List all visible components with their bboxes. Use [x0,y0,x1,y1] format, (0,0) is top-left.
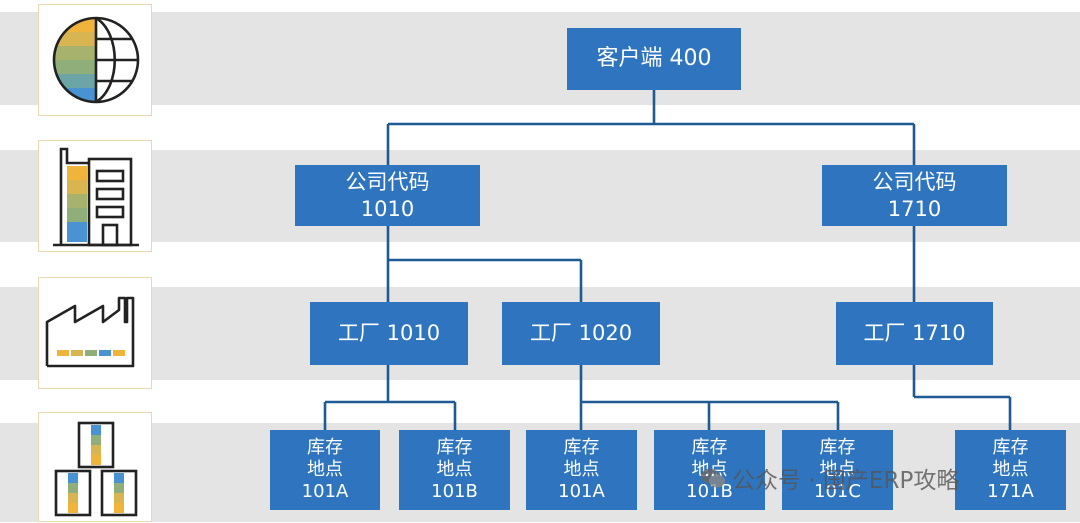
plant-node-label: 工厂 1010 [337,321,441,346]
storage-location-code: 101C [814,480,861,502]
storage-location-line1: 库存 [563,437,600,459]
company-code-number: 1010 [360,196,415,221]
company-code-title: 公司代码 [872,170,957,195]
storage-location-line2: 地点 [992,459,1029,481]
company-code-node: 公司代码 1710 [822,165,1007,226]
level-band-client [0,12,1080,105]
client-node-label: 客户端 400 [596,46,712,72]
storage-location-code: 101A [558,480,605,502]
watermark-text: 公众号 · 国产ERP攻略 [732,468,960,494]
storage-location-line2: 地点 [563,459,600,481]
storage-location-line2: 地点 [436,459,473,481]
storage-location-line2: 地点 [307,459,343,481]
storage-location-code: 101B [431,480,478,502]
storage-location-node: 库存 地点 101A [270,430,380,510]
watermark: 公众号 · 国产ERP攻略 [700,462,959,494]
company-code-title: 公司代码 [345,170,430,195]
plant-node-label: 工厂 1020 [529,321,633,346]
storage-location-line1: 库存 [992,437,1029,459]
company-code-number: 1710 [887,196,942,221]
storage-location-code: 101A [301,480,349,502]
company-code-node: 公司代码 1010 [295,165,480,226]
storage-location-node: 库存 地点 101C [782,430,893,510]
storage-location-line2: 地点 [819,459,856,481]
storage-location-node: 库存 地点 101B [654,430,765,510]
storage-location-node: 库存 地点 101B [399,430,510,510]
storage-location-line1: 库存 [436,437,473,459]
plant-node: 工厂 1710 [836,302,993,365]
warehouse-boxes-icon [38,412,152,522]
plant-node: 工厂 1020 [502,302,660,365]
globe-icon [38,4,152,116]
storage-location-line1: 库存 [691,437,728,459]
plant-node-label: 工厂 1710 [863,321,966,346]
wechat-icon [701,468,725,488]
plant-node: 工厂 1010 [310,302,468,365]
building-icon [38,140,152,252]
storage-location-node: 库存 地点 101A [526,430,637,510]
client-node: 客户端 400 [567,28,741,90]
storage-location-line1: 库存 [819,437,856,459]
storage-location-line1: 库存 [307,437,343,459]
factory-icon [38,277,152,389]
storage-location-code: 171A [987,480,1034,502]
storage-location-node: 库存 地点 171A [955,430,1066,510]
